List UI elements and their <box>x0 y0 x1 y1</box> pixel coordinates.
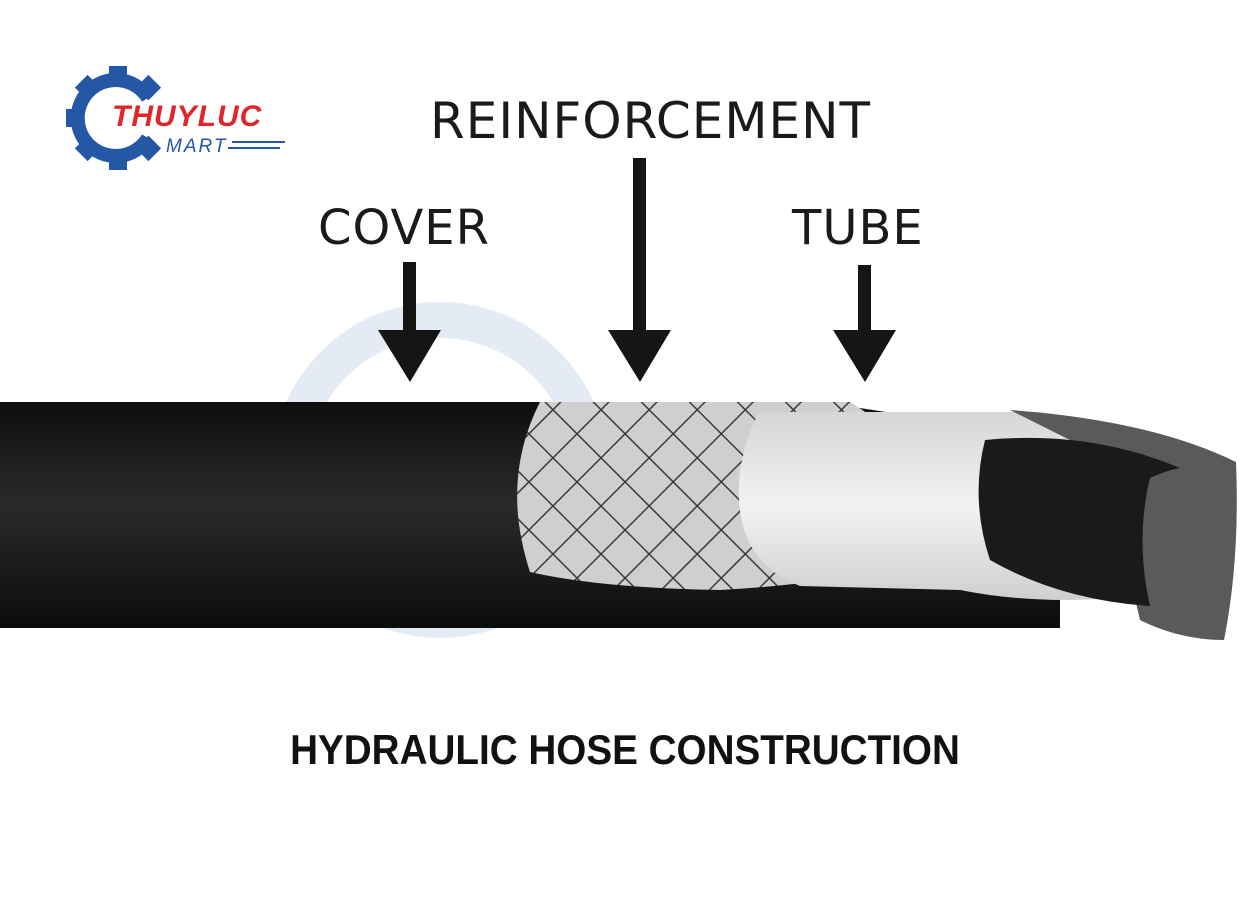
arrow-down-icon-cover <box>378 262 441 382</box>
arrow-down-icon-reinforcement <box>608 158 671 382</box>
label-tube: TUBE <box>792 200 924 256</box>
hose-opening <box>978 437 1180 606</box>
logo-speed-lines <box>228 141 285 149</box>
logo-name: THUYLUC <box>112 100 263 133</box>
arrow-down-icon-tube <box>833 265 896 382</box>
gear-icon <box>66 66 162 170</box>
logo-sub: MART <box>166 136 228 157</box>
diagram-caption: HYDRAULIC HOSE CONSTRUCTION <box>290 726 960 773</box>
label-reinforcement: REINFORCEMENT <box>430 92 872 150</box>
hose-end <box>1010 410 1237 640</box>
label-cover: COVER <box>318 200 490 256</box>
